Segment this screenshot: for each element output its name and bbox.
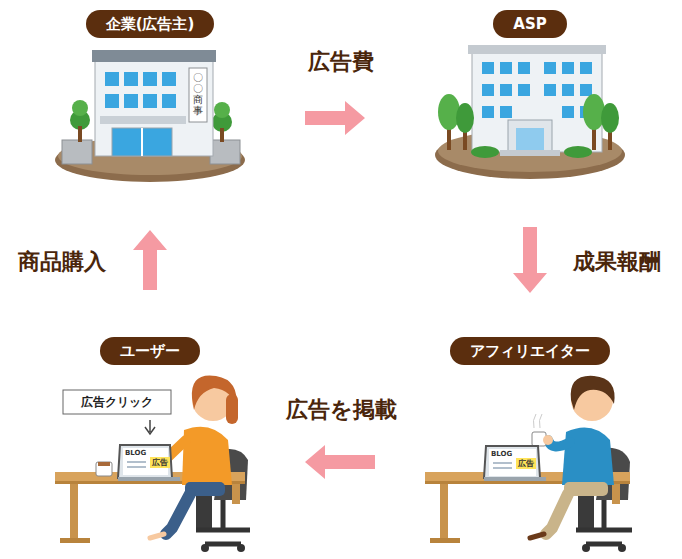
actor-node: 企業(広告主) [55,8,245,185]
actor-node: アフィリエイター [420,335,640,550]
company-building [55,50,245,182]
actor-label: 企業(広告主) [86,10,215,38]
flow-arrow [513,227,547,293]
ad-tag: 広告 [516,458,536,469]
affiliate-scene [425,376,632,552]
actor-label: アフィリエイター [450,337,610,365]
flow-label: 成果報酬 [571,247,663,277]
actor-label: ASP [493,10,566,38]
flow-label: 商品購入 [16,247,108,277]
actor-label: ユーザー [100,337,200,365]
sign-text: 〇〇商事 [193,72,203,116]
flow-label: 広告を掲載 [284,395,399,425]
flow-arrow [133,230,167,290]
asp-building [435,45,625,179]
actor-node: ユーザー [40,335,260,550]
callout-text: 広告クリック [81,394,153,411]
ad-tag: 広告 [150,457,170,468]
flow-arrow [305,445,375,479]
screen-text: BLOG [125,449,146,457]
screen-text: BLOG [491,450,512,458]
actor-node: ASP [425,8,635,185]
flow-label: 広告費 [306,47,376,77]
flow-arrow [305,101,365,135]
user-scene [55,375,250,552]
